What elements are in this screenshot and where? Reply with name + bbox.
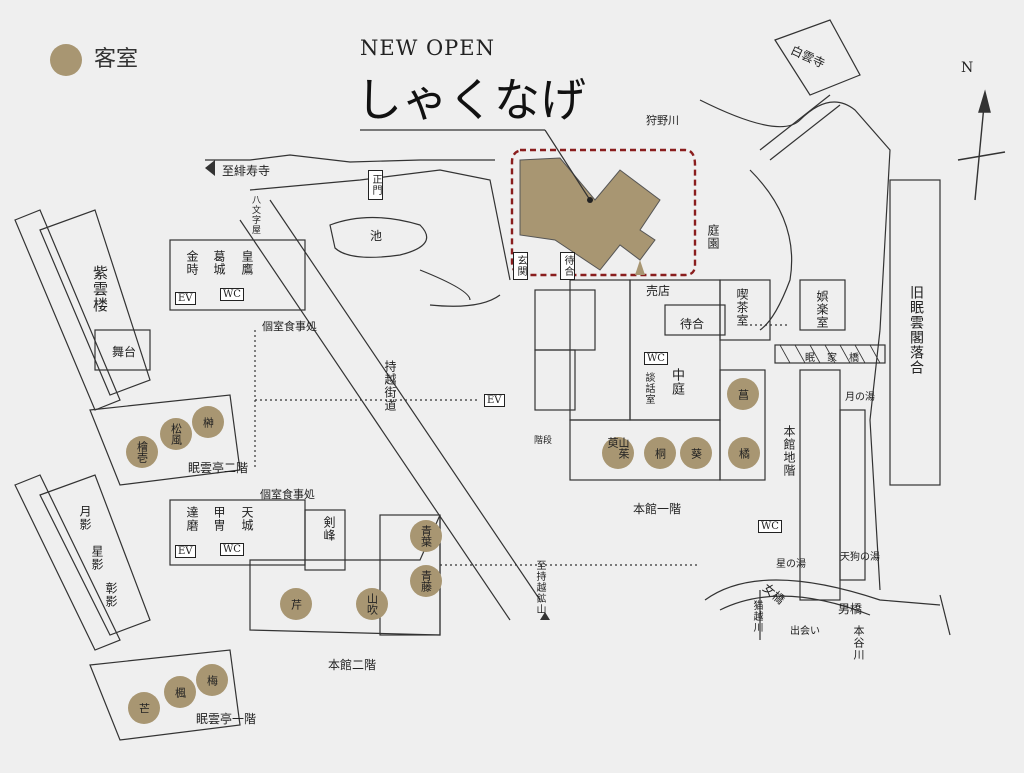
label-hoshinoyu: 星の湯 [776, 559, 806, 570]
room-kiri[interactable]: 桐 [644, 437, 676, 469]
label-honkan-1f: 本館一階 [633, 502, 682, 516]
label-tatsuma: 達磨 [185, 506, 199, 532]
shakunage-building [519, 157, 661, 271]
label-kabuto: 甲冑 [212, 506, 226, 532]
ev-main: EV [484, 394, 505, 407]
room-yamabuki[interactable]: 山吹 [356, 588, 388, 620]
room-ume[interactable]: 梅 [196, 664, 228, 696]
label-honkan-chikai: 本館地階 [782, 425, 796, 477]
compass [957, 89, 1006, 201]
label-shiunro: 紫雲楼 [91, 265, 109, 313]
label-amagi: 天城 [240, 506, 254, 532]
label-kositsu-1: 個室食事処 [262, 320, 317, 333]
wc-main: WC [644, 352, 668, 365]
room-aoba[interactable]: 青葉 [410, 520, 442, 552]
label-tsukinoyu: 月の湯 [845, 392, 875, 403]
room-sakaki[interactable]: 榊 [192, 406, 224, 438]
ev-kositsu-2: EV [175, 545, 196, 558]
label-danwashitsu: 談話室 [643, 372, 654, 405]
label-mochikoshi-kozan: 至持越鉱山 [534, 560, 545, 615]
label-chuutei: 中庭 [669, 368, 684, 396]
new-open-outline [510, 148, 697, 277]
label-ike: 池 [370, 229, 383, 243]
label-seikage: 星影 [90, 545, 104, 571]
label-mojuji: 至緋寿寺 [222, 164, 271, 178]
label-hikage: 彰影 [104, 582, 118, 608]
label-tengu-noyu: 天狗の湯 [840, 552, 880, 563]
legend-label: 客室 [94, 47, 139, 72]
label-machiai-1: 待合 [560, 252, 575, 280]
room-kaede[interactable]: 楓 [164, 676, 196, 708]
label-shogomon: 正門 [368, 170, 383, 200]
label-minuntei-1f: 眠雲亭一階 [196, 712, 257, 726]
label-gekkei: 月影 [78, 505, 92, 531]
new-open-label: NEW OPEN [360, 36, 496, 60]
label-kissa: 喫茶室 [735, 288, 749, 327]
label-otoko-bashi: 男橋 [838, 602, 863, 616]
wc-kositsu-1: WC [220, 288, 244, 301]
ev-kositsu-1: EV [175, 292, 196, 305]
label-hontani-gawa: 本谷川 [852, 625, 865, 661]
room-sanjuka[interactable]: 山茱萸 [602, 437, 634, 469]
label-kintoki: 金時 [185, 250, 199, 276]
room-ayame[interactable]: 菖 [727, 378, 759, 410]
room-hinoki[interactable]: 檜壱 [126, 436, 158, 468]
label-kyumin: 旧眠雲閣落合 [908, 285, 924, 375]
room-aofuji[interactable]: 青藤 [410, 565, 442, 597]
label-kaidan-1: 階段 [534, 436, 553, 446]
new-building-title: しゃくなげ [356, 73, 586, 127]
label-honkan-2f: 本館二階 [328, 658, 377, 672]
room-aoi[interactable]: 葵 [680, 437, 712, 469]
room-susuki[interactable]: 芒 [128, 692, 160, 724]
label-nekogoe-gawa: 猫越川 [751, 600, 762, 633]
label-koshu: 皇鷹 [240, 250, 254, 276]
label-genkan: 玄関 [513, 252, 528, 280]
label-dankoshitsu: 娯楽室 [815, 290, 829, 329]
room-matsukaze[interactable]: 松風 [160, 418, 192, 450]
label-butai: 舞台 [112, 345, 137, 359]
label-teien: 庭園 [706, 224, 720, 250]
room-seri[interactable]: 芹 [280, 588, 312, 620]
label-minka-bashi: 眠家橋 [805, 353, 871, 364]
label-kenmine: 剣峰 [322, 516, 336, 542]
label-minuntei-2f: 眠雲亭二階 [188, 461, 249, 475]
wc-chikai: WC [758, 520, 782, 533]
label-katsuragi: 葛城 [212, 250, 226, 276]
label-kositsu-2: 個室食事処 [260, 488, 315, 501]
label-baiten: 売店 [646, 284, 671, 298]
wc-kositsu-2: WC [220, 543, 244, 556]
label-mochikoshi-kaido: 持越街道 [383, 360, 397, 412]
label-deai: 出会い [790, 626, 820, 637]
compass-north: N [961, 60, 974, 76]
label-machiai-2: 待合 [680, 317, 705, 331]
label-gate-left: 八文字屋 [250, 195, 260, 235]
legend-swatch [50, 44, 82, 76]
room-tachibana[interactable]: 橘 [728, 437, 760, 469]
label-karyogawa: 狩野川 [646, 114, 679, 127]
